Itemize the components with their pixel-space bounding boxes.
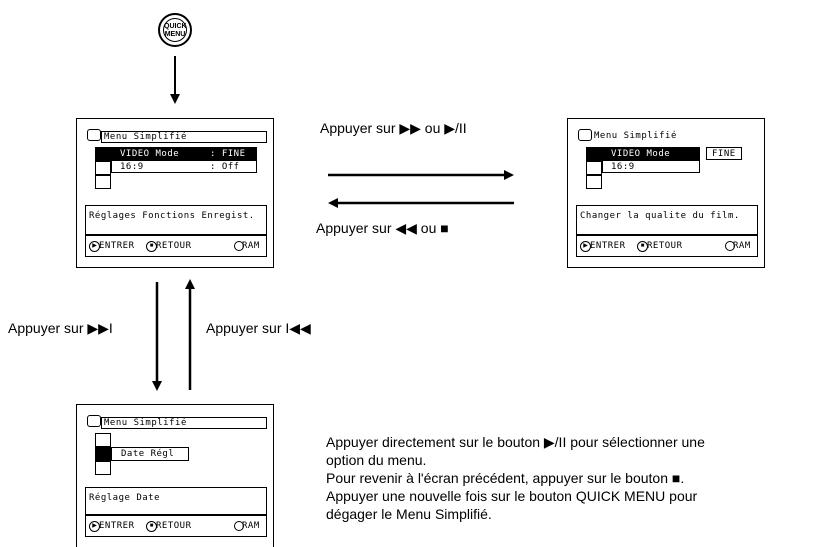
screen-bottom-footer: ▶ ENTRER ■ RETOUR RAM — [85, 515, 267, 537]
instruction-line: option du menu. — [326, 452, 427, 468]
screen-left-footer: ▶ ENTRER ■ RETOUR RAM — [85, 235, 267, 257]
quick-menu-label-1: QUICK — [164, 23, 187, 30]
ram-label: RAM — [242, 241, 260, 251]
screen-left-message: Réglages Fonctions Enregist. — [85, 205, 267, 235]
menu-row-date[interactable]: Date Régl — [111, 447, 189, 461]
instruction-line: Appuyer directement sur le bouton ▶/II p… — [326, 434, 705, 450]
back-label: RETOUR — [156, 241, 192, 251]
screen-right-title: Menu Simplifié — [594, 131, 677, 141]
play-icon: ▶ — [89, 521, 100, 532]
stop-icon: ■ — [146, 521, 157, 532]
camera-icon — [87, 415, 101, 427]
play-icon: ▶ — [580, 241, 591, 252]
ram-disc-icon — [725, 241, 735, 251]
menu-row-name: 16:9 — [611, 162, 635, 172]
quick-menu-label-2: MENU — [164, 31, 186, 38]
screen-left: Menu Simplifié VIDEO Mode : FINE 16:9 : … — [76, 118, 274, 268]
label-forward: Appuyer sur ▶▶ ou ▶/II — [320, 120, 467, 136]
enter-label: ENTRER — [99, 521, 135, 531]
instruction-line: Appuyer une nouvelle fois sur le bouton … — [326, 488, 698, 504]
screen-left-title: Menu Simplifié — [101, 131, 267, 143]
label-down: Appuyer sur ▶▶I — [8, 320, 113, 336]
date-settings-icon — [586, 161, 602, 175]
menu-row-16-9[interactable]: 16:9 : Off — [111, 160, 257, 173]
stop-icon: ■ — [146, 241, 157, 252]
ram-disc-icon — [234, 241, 244, 251]
screen-right: Menu Simplifié VIDEO Mode FINE 16:9 Chan… — [567, 118, 765, 268]
back-label: RETOUR — [647, 241, 683, 251]
play-icon: ▶ — [89, 241, 100, 252]
label-backward: Appuyer sur ◀◀ ou ■ — [316, 220, 449, 236]
screen-bottom: Menu Simplifié Date Régl Réglage Date ▶ … — [76, 404, 274, 547]
ram-label: RAM — [733, 241, 751, 251]
stop-icon: ■ — [637, 241, 648, 252]
enter-label: ENTRER — [590, 241, 626, 251]
video-settings-icon — [586, 147, 602, 161]
menu-row-video-mode[interactable]: VIDEO Mode : FINE — [111, 147, 257, 160]
enter-label: ENTRER — [99, 241, 135, 251]
instructions-block: Appuyer directement sur le bouton ▶/II p… — [326, 433, 705, 523]
option-fine[interactable]: FINE — [706, 147, 742, 160]
menu-row-16-9[interactable]: 16:9 — [602, 160, 700, 173]
date-settings-icon — [95, 161, 111, 175]
screen-bottom-message: Réglage Date — [85, 487, 267, 515]
quick-menu-button[interactable]: QUICK MENU — [158, 13, 192, 47]
ram-label: RAM — [242, 521, 260, 531]
setup-icon — [95, 461, 111, 475]
camera-icon — [578, 129, 592, 141]
ram-disc-icon — [234, 521, 244, 531]
menu-row-name: 16:9 — [120, 162, 144, 172]
instruction-line: Pour revenir à l'écran précédent, appuye… — [326, 470, 685, 486]
menu-row-name: VIDEO Mode — [611, 149, 671, 159]
menu-row-name: VIDEO Mode — [120, 149, 180, 159]
menu-row-value: : Off — [210, 162, 240, 172]
instruction-line: dégager le Menu Simplifié. — [326, 506, 492, 522]
setup-icon — [586, 175, 602, 189]
back-label: RETOUR — [156, 521, 192, 531]
camera-icon — [87, 129, 101, 141]
screen-bottom-title: Menu Simplifié — [101, 417, 267, 429]
menu-row-value: : FINE — [210, 149, 246, 159]
video-settings-icon — [95, 147, 111, 161]
date-settings-icon — [95, 447, 111, 461]
label-up: Appuyer sur I◀◀ — [206, 320, 311, 336]
screen-right-message: Changer la qualite du film. — [576, 205, 758, 235]
screen-right-footer: ▶ ENTRER ■ RETOUR RAM — [576, 235, 758, 257]
setup-icon — [95, 175, 111, 189]
menu-row-video-mode[interactable]: VIDEO Mode — [602, 147, 700, 160]
video-settings-icon — [95, 433, 111, 447]
